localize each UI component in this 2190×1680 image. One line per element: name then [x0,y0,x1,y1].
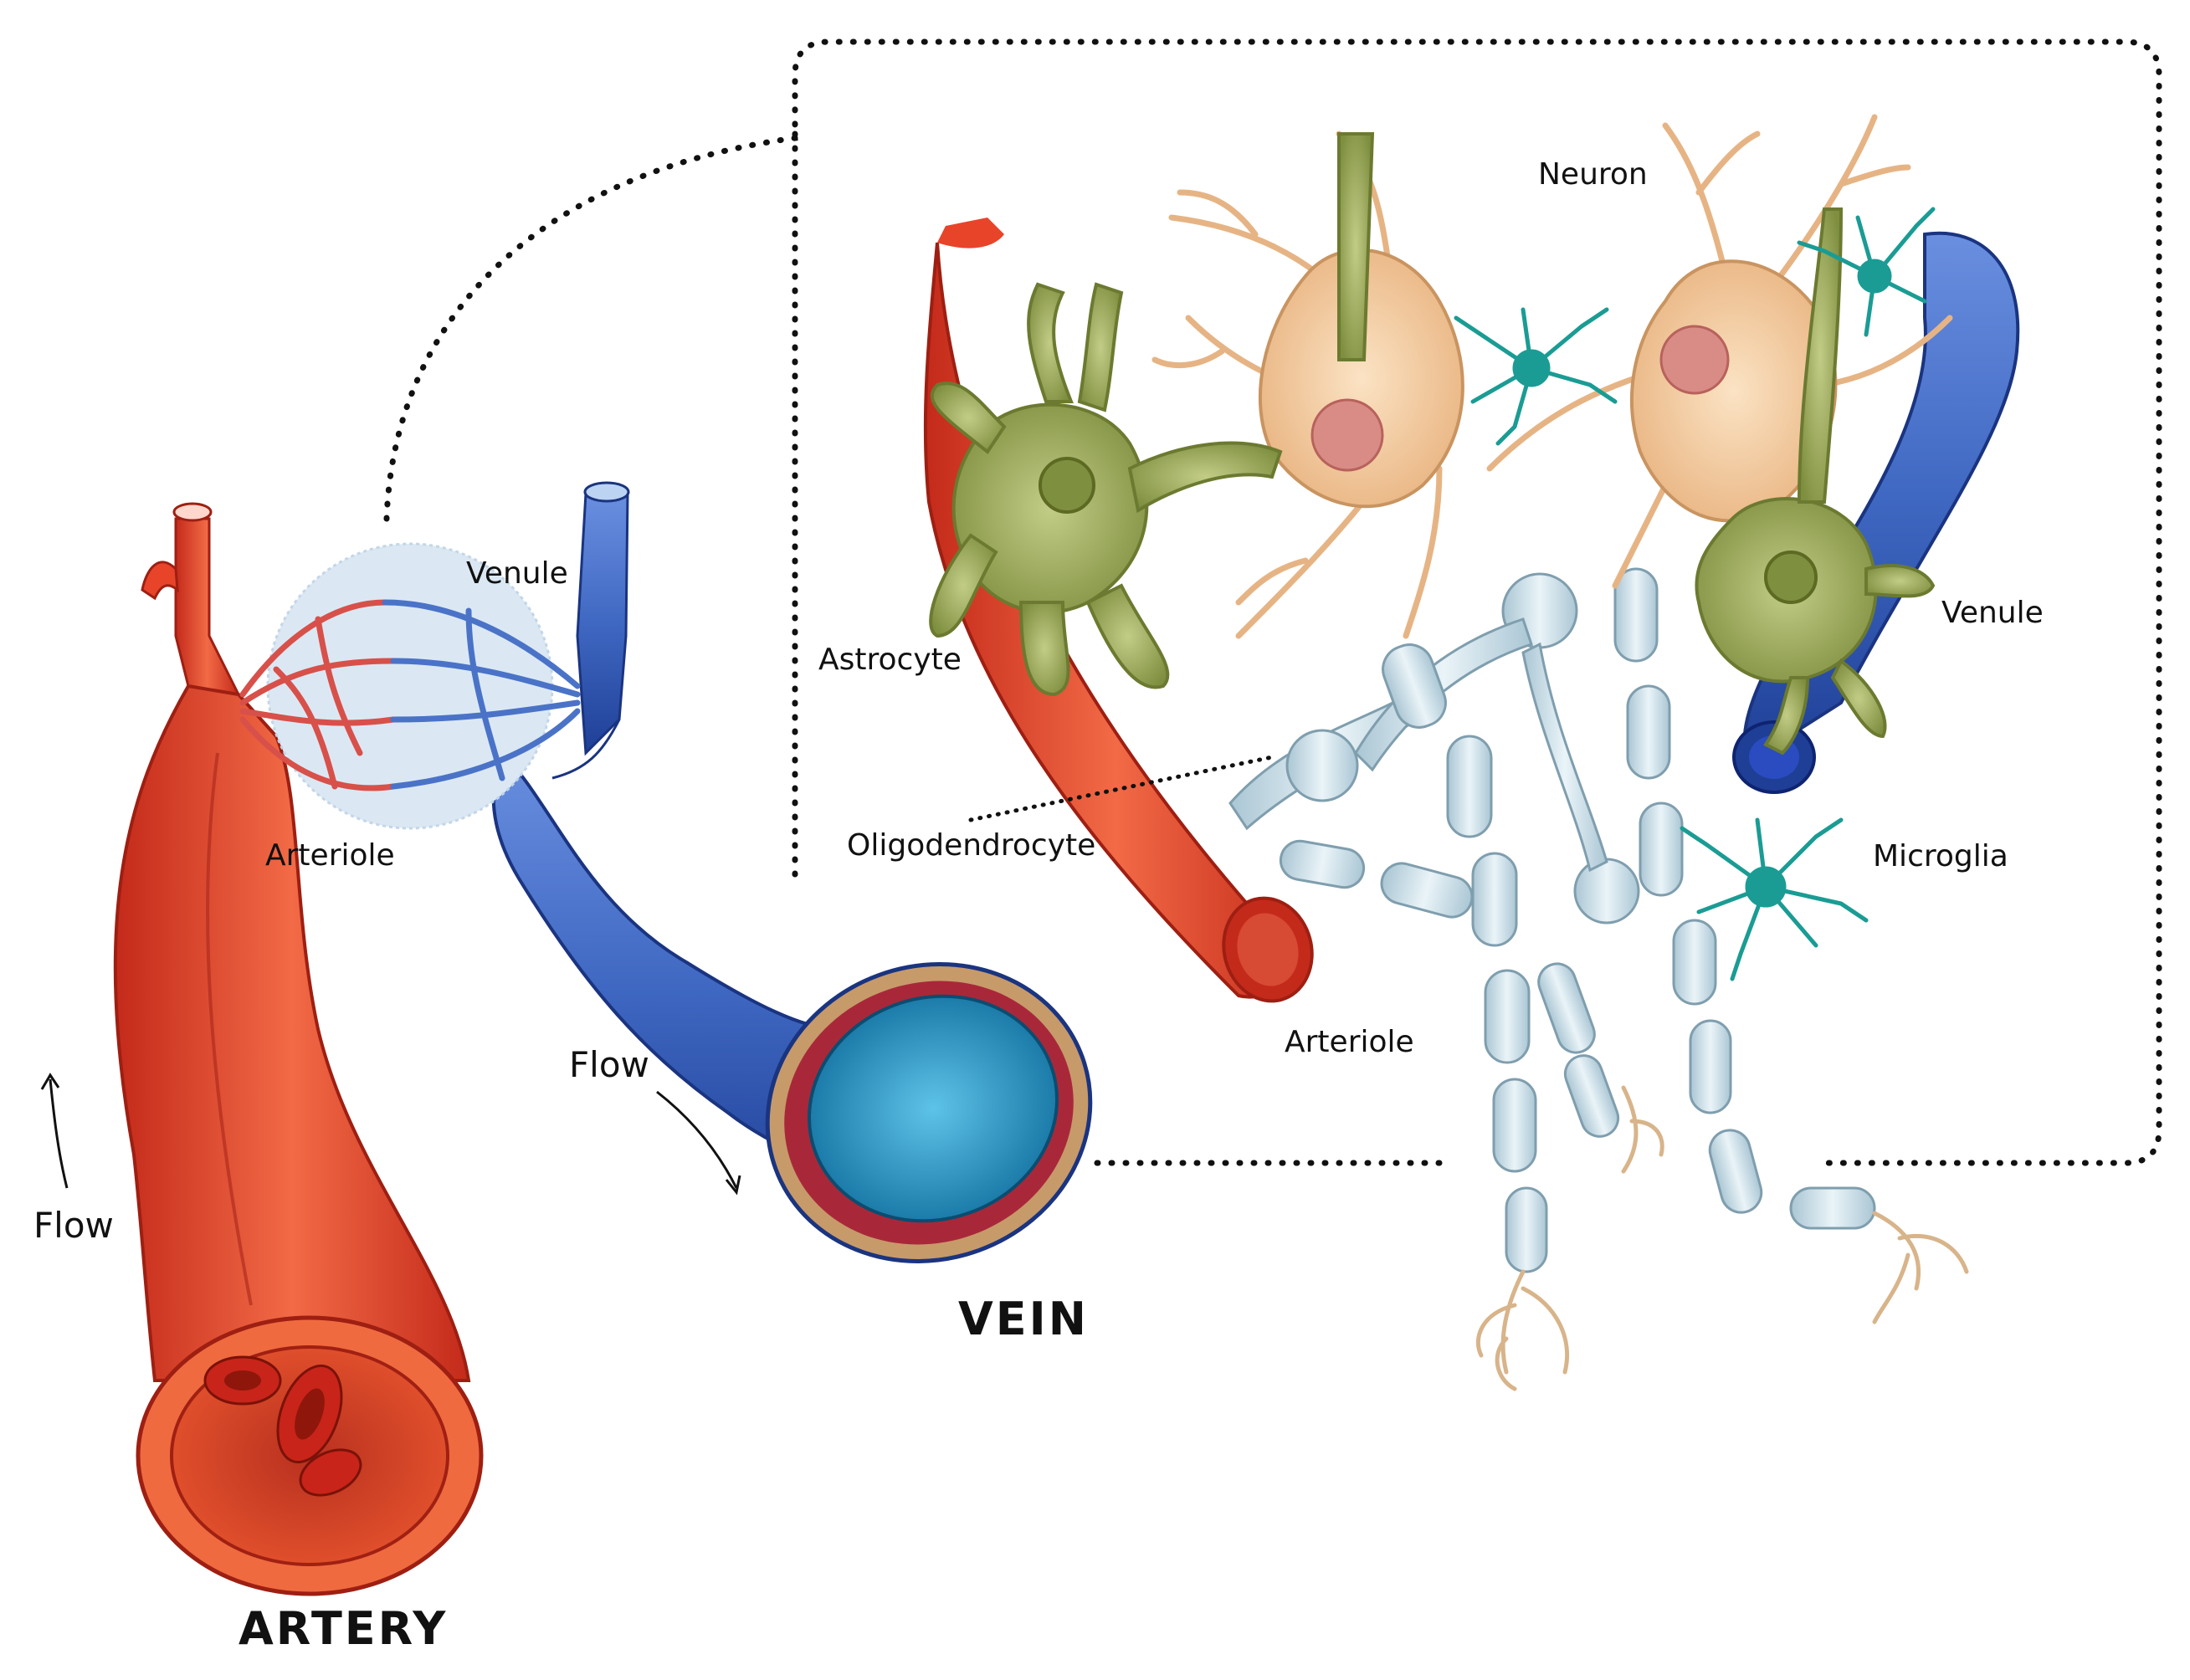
label-neuron: Neuron [1538,157,1648,192]
oligodendrocyte-network [1228,567,1876,1273]
flow-arrow-vein [656,1090,738,1189]
axon-terminals [1475,1085,1969,1391]
label-arteriole-inset: Arteriole [1285,1025,1414,1059]
red-blood-cells [203,1355,362,1497]
label-venule-inset: Venule [1941,596,2044,630]
microglia-bottom [1680,817,1869,981]
neuron-nucleus [1310,398,1384,472]
astrocyte-right [1695,207,1936,755]
astrocyte-left [929,132,1375,697]
label-microglia: Microglia [1873,839,2008,873]
neuron-nucleus [1659,325,1730,395]
label-astrocyte: Astrocyte [818,643,962,677]
label-artery: ARTERY [238,1602,449,1655]
artery [113,502,484,1596]
oligodendrocyte-pointer [968,755,1275,822]
label-flow-vein: Flow [569,1044,649,1085]
label-vein: VEIN [958,1293,1089,1345]
label-oligodendrocyte: Oligodendrocyte [847,828,1096,863]
vein-branch [576,492,629,756]
neuron-right [1486,114,1953,589]
microglia-top [1454,307,1618,446]
microglia-right [1797,207,1936,337]
flow-arrow-artery [49,1078,69,1189]
callout-outline [383,38,2162,1166]
label-arteriole-network: Arteriole [265,838,395,873]
neuron-left [1151,131,1464,639]
vein [491,481,1093,1263]
artery-small-branch [141,561,179,601]
label-venule-network: Venule [466,556,568,591]
capillary-network [239,542,581,830]
label-flow-artery: Flow [33,1205,114,1246]
artery-body [113,684,471,1382]
